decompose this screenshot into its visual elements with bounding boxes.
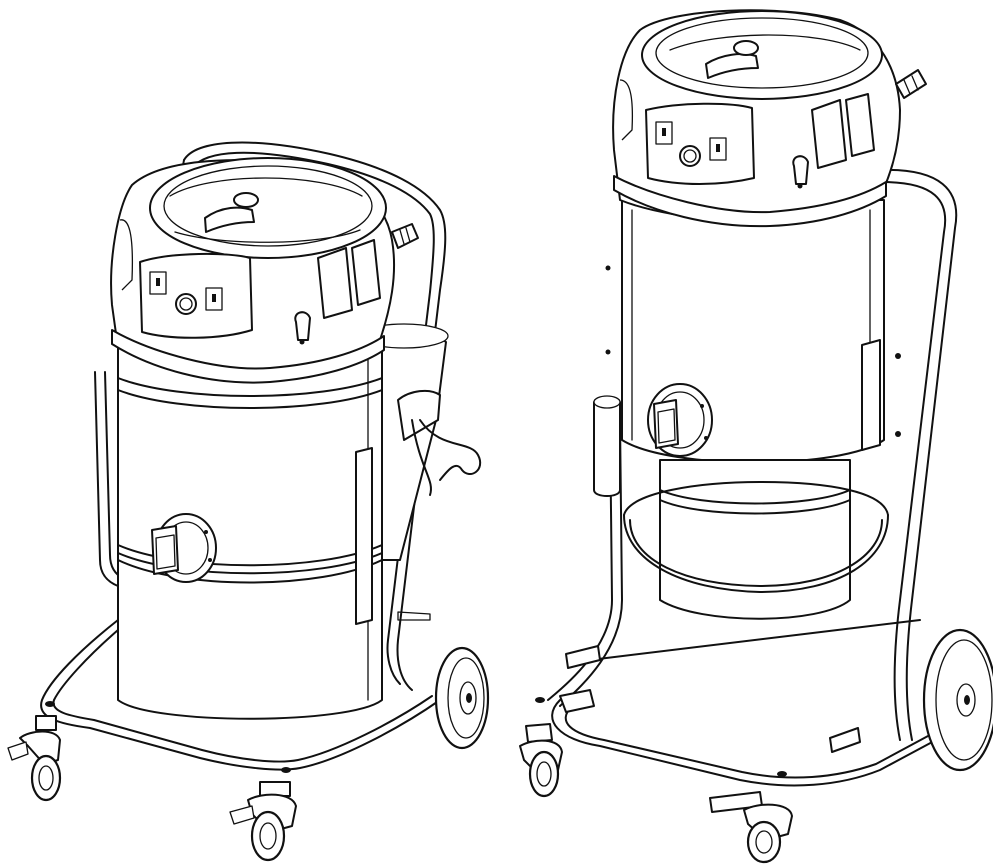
inlet-port	[151, 513, 217, 583]
bin-ring	[623, 481, 889, 593]
cord-hook	[397, 389, 481, 496]
motor-head	[110, 157, 419, 384]
handle-frame-right	[879, 168, 958, 741]
vacuum-right	[519, 9, 993, 864]
motor-head-right	[612, 9, 927, 228]
side-tube	[593, 395, 621, 497]
rear-wheel	[434, 646, 490, 750]
lower-bin	[659, 459, 851, 620]
caster-right-left	[519, 723, 563, 798]
drum	[117, 344, 383, 720]
caster-front-left	[7, 715, 62, 802]
rear-wheel-right	[922, 628, 993, 772]
base-frame-right	[535, 619, 937, 787]
caster-right-front	[709, 791, 793, 864]
caster-front-right	[229, 781, 297, 862]
vacuum-left	[7, 141, 490, 862]
inlet-port-right	[647, 383, 713, 457]
